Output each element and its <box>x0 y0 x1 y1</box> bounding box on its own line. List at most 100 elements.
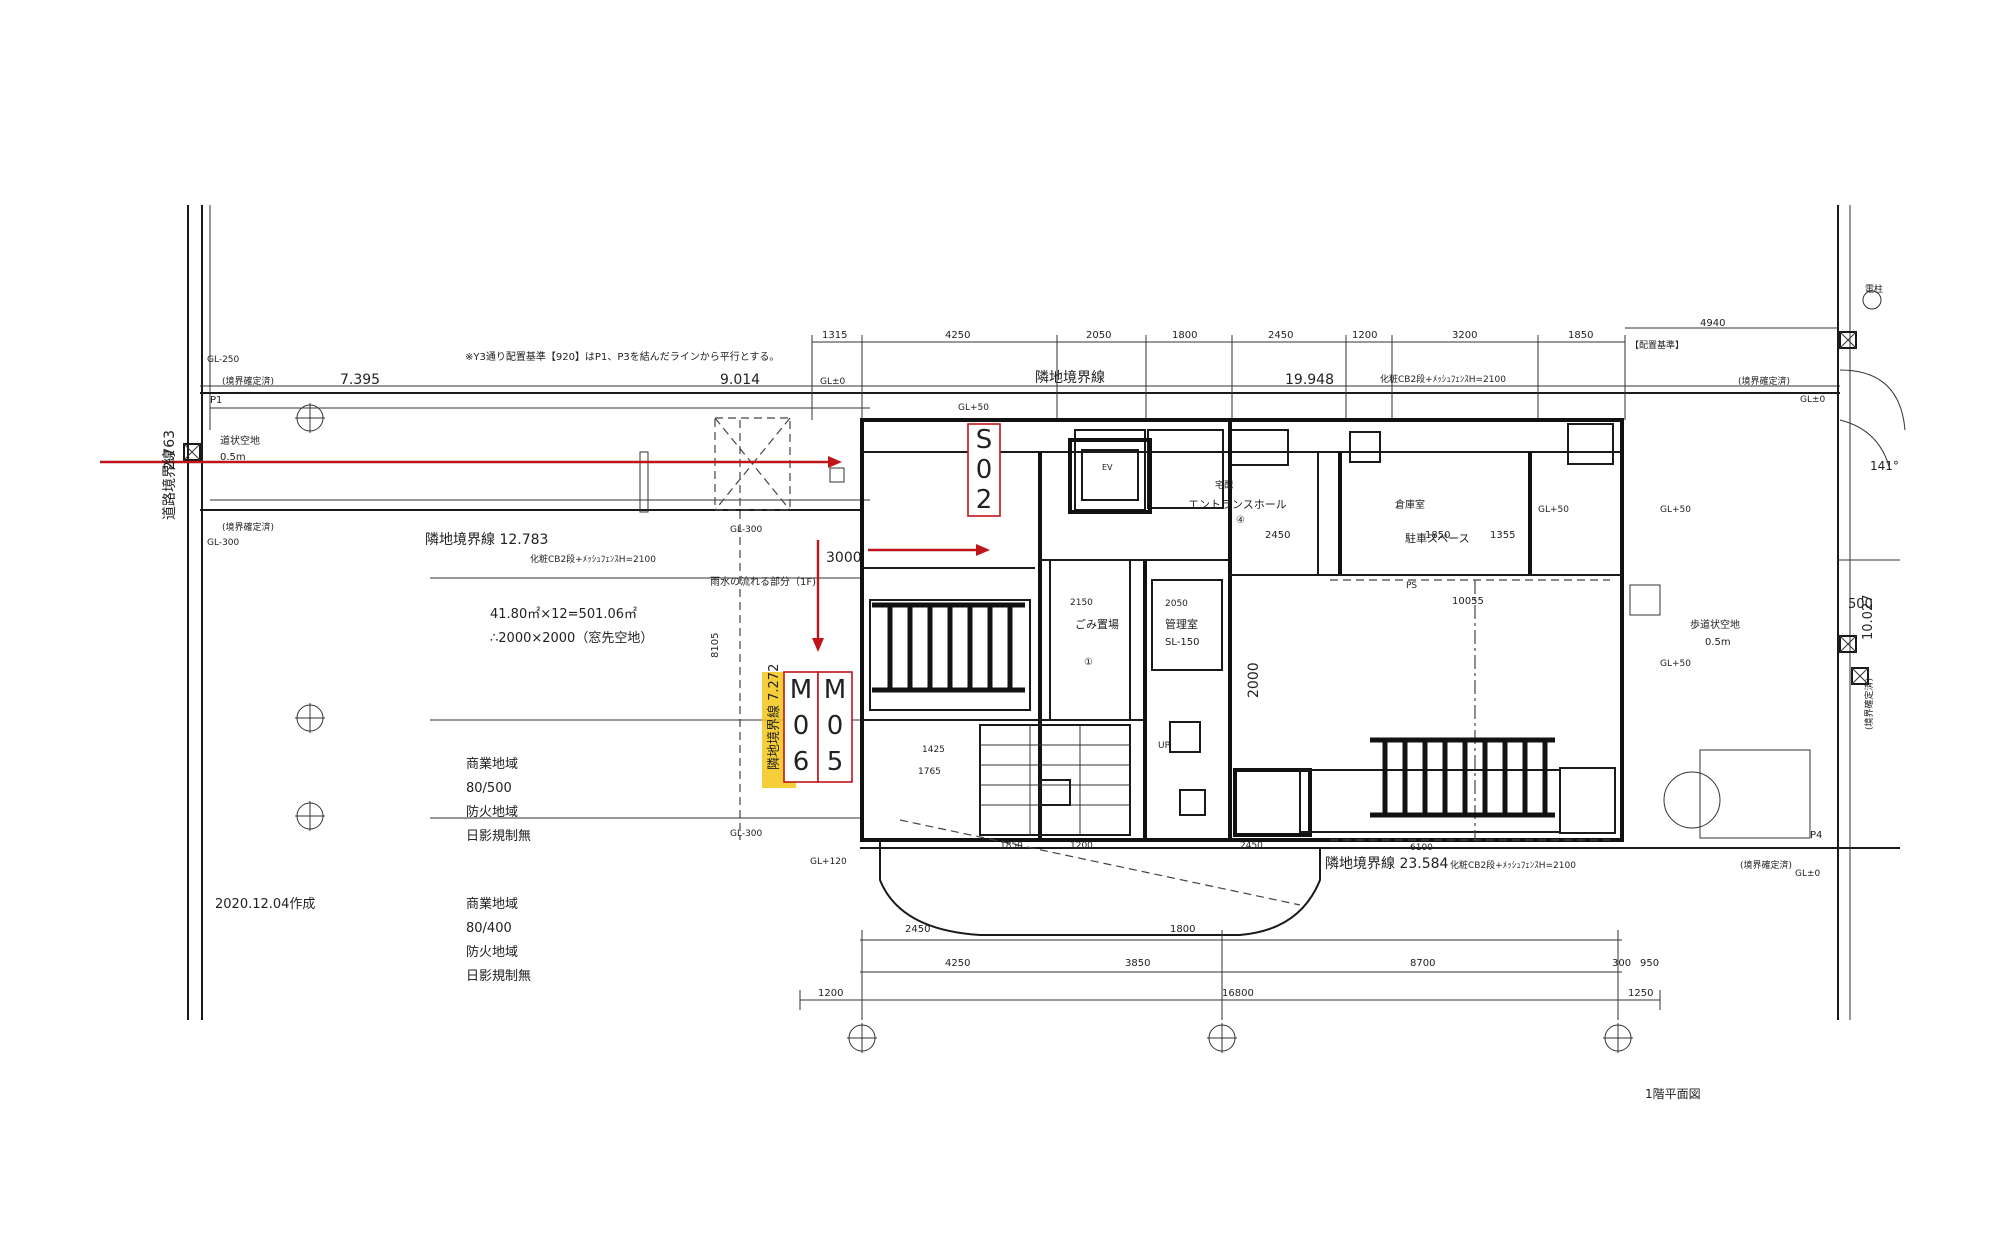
bottom-dim: 1800 <box>1170 924 1195 935</box>
bottom-dimension-values: 2450 1850 1200 1800 2450 4250 3850 8700 … <box>818 841 1659 999</box>
bottom-dim: 16800 <box>1222 988 1254 999</box>
area-calc: 41.80㎡×12=501.06㎡ <box>490 607 637 622</box>
neighbor-boundary-vertical: 隣地境界線 7.272 <box>766 664 782 770</box>
building-walls <box>860 418 1811 842</box>
dim-500: 500 <box>1848 597 1873 612</box>
road-boundary: 道路境界線 <box>162 450 178 520</box>
up-label: UP <box>1158 741 1171 751</box>
top-dim: 1850 <box>1568 330 1593 341</box>
window-space: ∴2000×2000（窓先空地） <box>490 630 653 646</box>
dim-2050: 2050 <box>1165 599 1188 609</box>
wall-cb-top: 化粧CB2段+ﾒｯｼｭﾌｪﾝｽH=2100 <box>1380 373 1506 385</box>
gl-50-a: GL+50 <box>958 403 989 413</box>
text-labels: ※Y3通り配置基準【920】はP1、P3を結んだラインから平行とする。 7.39… <box>162 283 1899 1101</box>
boundary-fixed-4: (境界確定済) <box>1740 859 1792 871</box>
bottom-dim: 1200 <box>1070 841 1093 851</box>
site-boundaries <box>187 205 1900 1020</box>
top-dim: 1200 <box>1352 330 1377 341</box>
corner-arc <box>1839 369 1906 471</box>
dim-8105: 8105 <box>710 633 721 658</box>
bottom-dim: 300 <box>1612 958 1631 969</box>
gl-0-b: GL±0 <box>1800 395 1826 405</box>
bottom-dim: 1850 <box>1000 841 1023 851</box>
gl-120: GL+120 <box>810 857 847 867</box>
gl-0-c: GL±0 <box>1795 869 1821 879</box>
bottom-dim: 8700 <box>1410 958 1435 969</box>
p1-label: P1 <box>210 395 222 406</box>
entrance-no: ④ <box>1236 515 1245 526</box>
date-created: 2020.12.04作成 <box>215 897 315 912</box>
gl-250: GL-250 <box>207 355 240 365</box>
tag-char: S <box>976 425 993 455</box>
top-dim: 1800 <box>1172 330 1197 341</box>
garbage-no: ① <box>1084 657 1093 668</box>
garbage: ごみ置場 <box>1075 617 1119 631</box>
dim-2150: 2150 <box>1070 598 1093 608</box>
column-label: 電柱 <box>1865 283 1883 295</box>
top-dim: 1315 <box>822 330 847 341</box>
road-boundary-len: 2.763 <box>162 430 178 470</box>
bottom-dim: 950 <box>1640 958 1659 969</box>
bottom-dim: 3850 <box>1125 958 1150 969</box>
boundary-fixed-3: (境界確定済) <box>1738 375 1790 387</box>
wall-cb-left: 化粧CB2段+ﾒｯｼｭﾌｪﾝｽH=2100 <box>530 553 656 565</box>
bottom-dim: 2450 <box>905 924 930 935</box>
dim-1765: 1765 <box>918 767 941 777</box>
neighbor-boundary-top: 隣地境界線 <box>1035 370 1105 386</box>
zone1-c: 防火地域 <box>466 804 518 820</box>
zone1-d: 日影規制無 <box>466 829 531 844</box>
dist-10027: 10.027 <box>1861 595 1876 641</box>
zone2-a: 商業地域 <box>466 896 518 912</box>
zone2-d: 日影規制無 <box>466 969 531 984</box>
zone2-b: 80/400 <box>466 921 512 936</box>
tag-char: 5 <box>827 747 844 777</box>
manager-sl: SL-150 <box>1165 637 1199 648</box>
top-dim: 2450 <box>1268 330 1293 341</box>
ps-label: PS <box>1406 581 1417 591</box>
inner-dim: 1355 <box>1490 530 1515 541</box>
p4-label: P4 <box>1810 830 1822 841</box>
neighbor-boundary-bottom: 隣地境界線 23.584 <box>1325 856 1449 872</box>
walkway-width: 0.5m <box>1705 637 1731 648</box>
note-top: ※Y3通り配置基準【920】はP1、P3を結んだラインから平行とする。 <box>465 350 779 363</box>
top-dim: 3200 <box>1452 330 1477 341</box>
top-dim: 2050 <box>1086 330 1111 341</box>
tag-char: M <box>790 675 812 705</box>
dim-6100: 6100 <box>1410 843 1433 853</box>
inner-dim: 2450 <box>1265 530 1290 541</box>
angle-141: 141° <box>1870 459 1899 473</box>
tag-char: 0 <box>827 711 844 741</box>
tag-char: 0 <box>793 711 810 741</box>
zone1-a: 商業地域 <box>466 756 518 772</box>
tag-char: M <box>824 675 846 705</box>
ev-label: EV <box>1102 463 1113 472</box>
bottom-dim: 2450 <box>1240 841 1263 851</box>
gl-300-b: GL-300 <box>730 525 763 535</box>
top-dimension-lines <box>811 327 1838 420</box>
boundary-fixed-1: (境界確定済) <box>222 375 274 387</box>
tag-s02: S 0 2 <box>967 423 1001 517</box>
gl-0-a: GL±0 <box>820 377 846 387</box>
manager-room: 管理室 <box>1165 617 1198 631</box>
wall-cb-bottom: 化粧CB2段+ﾒｯｼｭﾌｪﾝｽH=2100 <box>1450 859 1576 871</box>
dim-1425: 1425 <box>922 745 945 755</box>
top-dim: 4250 <box>945 330 970 341</box>
boundary-markers <box>183 331 1869 685</box>
bottom-dim: 4250 <box>945 958 970 969</box>
gl-300-a: GL-300 <box>207 538 240 548</box>
gl-300-c: GL-300 <box>730 829 763 839</box>
inner-dim: 1850 <box>1425 530 1450 541</box>
rain-flow: 雨水の流れる部分（1F) <box>710 575 816 588</box>
walkway-width-left: 0.5m <box>220 452 246 463</box>
gl-50-c: GL+50 <box>1660 505 1691 515</box>
dist-9014: 9.014 <box>720 372 760 388</box>
gl-50-b: GL+50 <box>1538 505 1569 515</box>
dim-3000: 3000 <box>826 550 862 566</box>
grid-bubbles <box>295 290 1882 1053</box>
bottom-approach <box>799 819 1661 1020</box>
bottom-dim: 1200 <box>818 988 843 999</box>
dim-2000: 2000 <box>1246 662 1262 698</box>
dim-10055: 10055 <box>1452 596 1484 607</box>
storage-label: 倉庫室 <box>1395 498 1425 511</box>
